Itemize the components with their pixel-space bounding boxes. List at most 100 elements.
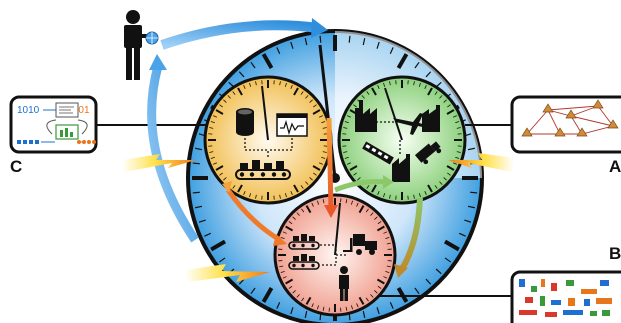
clock-tick-major [312,109,321,115]
clock-tick-minor [347,162,352,165]
clock-tick-major [293,87,299,96]
clock-tick-minor [219,172,223,176]
clock-tick-minor [434,91,438,95]
clock-tick-minor [361,95,365,99]
clock-tick-minor [414,61,420,69]
clock-tick-minor [249,82,252,87]
clock-tick-minor [365,297,369,302]
clock-tick-minor [249,193,252,198]
arrow-head [383,175,394,189]
clock-tick-minor [447,172,451,176]
clock-tick-minor [232,91,236,95]
worker-icon [339,266,349,301]
clock-tick-minor [284,193,287,198]
clock-tick-minor [353,104,357,108]
clock-tick-minor [322,199,325,204]
clock-tick-minor [192,162,200,165]
clock-tick-major [376,225,385,232]
clock-tick-minor [362,38,366,46]
schedule-blocks [519,279,612,317]
lightning-bolt-icon [185,264,270,282]
clock-tick-minor [444,257,452,263]
clock-tick-minor [418,193,421,198]
clock-tick-major [358,296,365,305]
clock-tick-minor [210,156,215,159]
truck-icon [414,141,442,165]
clock-tick-minor [343,151,348,153]
clock-tick-minor [243,190,246,195]
clock-tick-minor [383,276,388,279]
clock-tick-minor [317,200,320,205]
factory-flow-links [376,121,401,155]
arrow-data-to-worker [326,117,334,211]
clock-tick-minor [292,216,296,220]
clock-tick-minor [386,242,391,245]
clock-tick-minor [439,181,443,185]
clock-tick-minor [280,237,285,240]
clock-tick-minor [344,156,349,159]
clock-tick-minor [385,237,390,240]
clock-tick-minor [383,82,386,87]
clock-tick-minor [227,95,231,99]
clock-tick-minor [414,287,420,295]
person-with-globe-icon [124,10,159,80]
data-flow-links [244,138,293,158]
clock-tick-minor [288,285,293,289]
clock-tick-minor [309,99,313,103]
clock-tick-major [305,205,312,214]
clock-tick-minor [365,208,369,213]
panel-c-box: 1010 1101 [9,95,98,154]
arrow-head [149,54,167,70]
clock-tick-minor [313,104,317,108]
clock-tick-minor [276,301,281,309]
clock-tick-minor [250,287,256,295]
clock-tick-major [376,278,385,285]
clock-tick-minor [452,115,457,118]
clock-tick-minor [347,115,352,118]
clock-tick-minor [288,221,293,225]
clock-tick-minor [377,190,380,195]
clock-tick-minor [389,47,394,55]
clock-tick-major [349,165,358,171]
clock-tick-minor [219,104,223,108]
clock-tick-minor [209,151,214,153]
clock-tick-minor [348,35,351,43]
clock-tick-minor [250,61,256,69]
clock-tick-minor [321,156,326,159]
conveyor-belt-icon [235,160,291,180]
data-sub-clock-hand [261,85,269,141]
clock-tick-minor [424,190,427,195]
factory-sub-clock-hand [384,87,403,141]
clock-tick-major [358,205,365,214]
clock-tick-major [237,184,243,193]
clock-tick-minor [296,212,300,216]
clock-tick-minor [223,177,227,181]
clock-tick-minor [318,115,323,118]
clock-tick-minor [362,310,366,318]
clock-tick-minor [357,177,361,181]
arrow-center-to-factory [334,179,386,193]
clock-tick-minor [374,290,378,294]
clock-tick-minor [276,47,281,55]
clock-tick-major [210,239,227,252]
worker-sub-clock-ticks [278,198,392,312]
clock-tick-minor [301,297,305,302]
clock-tick-minor [210,121,215,124]
clock-tick-major [293,184,299,193]
clock-tick-minor [309,177,313,181]
clock-tick-minor [356,303,359,308]
clock-tick-minor [317,305,320,310]
clock-tick-major [427,87,433,96]
clock-tick-major [237,87,243,96]
clock-tick-minor [434,185,438,189]
clock-tick-minor [311,202,314,207]
clock-tick-minor [470,191,478,194]
clock-tick-minor [350,200,353,205]
worker-sub-clock [273,193,397,317]
clock-tick-minor [413,194,415,199]
clock-tick-minor [232,185,236,189]
clock-tick-minor [376,307,380,315]
signal-chart-icon [276,113,308,137]
clock-tick-minor [279,194,281,199]
